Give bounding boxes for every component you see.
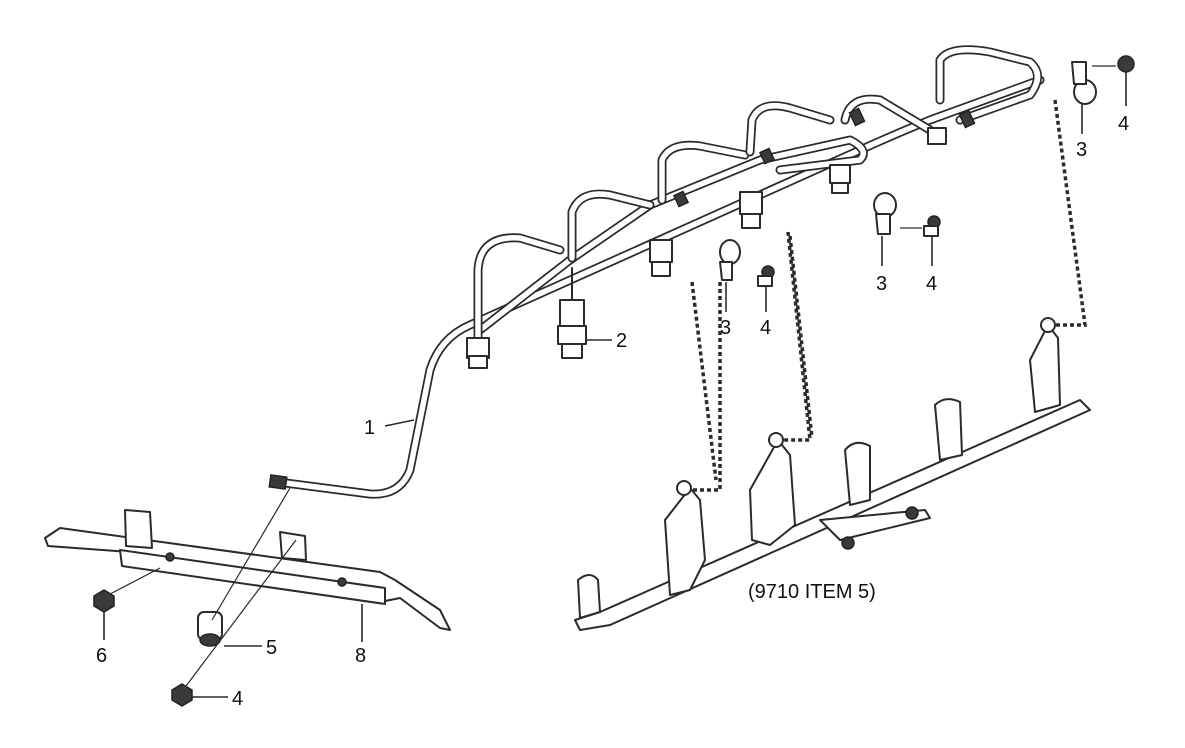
bracket-item-8 <box>44 509 451 631</box>
bolt-item-6 <box>93 567 161 613</box>
callout-4-top: 4 <box>1118 113 1129 135</box>
clamp-and-bolt-group-middle <box>719 239 775 287</box>
assembly-guide-lines <box>185 487 297 687</box>
callout-3-top: 3 <box>1076 139 1087 161</box>
callout-6: 6 <box>96 645 107 667</box>
fuel-line-assembly <box>268 45 1045 499</box>
callout-2: 2 <box>616 330 627 352</box>
bolt-item-4-lower <box>171 683 193 707</box>
clamp-item-5 <box>197 611 223 647</box>
callout-5: 5 <box>266 637 277 659</box>
callouts: 1 2 3 4 3 4 3 4 5 6 4 8 (9710 ITEM 5) <box>96 113 1129 710</box>
fitting-item-2 <box>557 267 587 359</box>
callout-4-right: 4 <box>926 273 937 295</box>
callout-4-middle: 4 <box>760 317 771 339</box>
reference-note: (9710 ITEM 5) <box>748 581 876 603</box>
callout-4-lower: 4 <box>232 688 243 710</box>
support-rail-right <box>574 317 1091 631</box>
clamp-and-bolt-group-right <box>873 192 941 237</box>
callout-3-middle: 3 <box>720 317 731 339</box>
callout-3-right: 3 <box>876 273 887 295</box>
callout-8: 8 <box>355 645 366 667</box>
alignment-lines <box>690 99 1087 492</box>
leader-lines <box>103 72 1127 698</box>
callout-1: 1 <box>364 417 375 439</box>
clamp-and-bolt-group-top <box>1071 55 1135 105</box>
